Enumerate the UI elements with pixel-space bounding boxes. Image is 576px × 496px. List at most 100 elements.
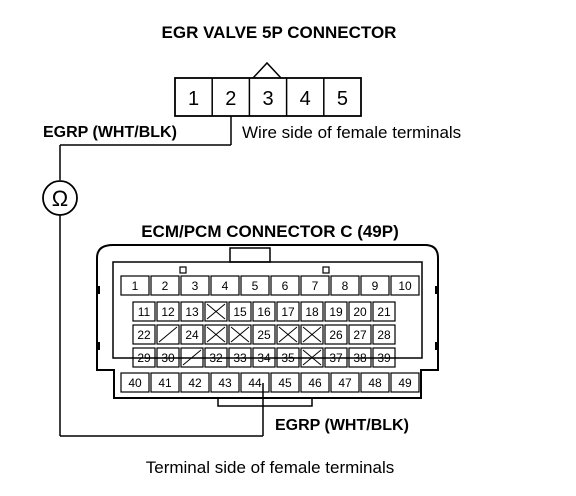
ecm-pin-blank bbox=[300, 324, 324, 345]
ecm-pin-blank bbox=[204, 324, 228, 345]
ecm-pin-label-46: 46 bbox=[308, 376, 322, 390]
ecm-pin-label-42: 42 bbox=[188, 376, 202, 390]
ecm-pin-label-16: 16 bbox=[257, 305, 271, 319]
wire-side-label: Wire side of female terminals bbox=[242, 123, 461, 142]
ecm-pin-label-10: 10 bbox=[398, 279, 412, 293]
egr-pin-4: 4 bbox=[300, 88, 311, 110]
ecm-pin-39 bbox=[372, 347, 396, 368]
blank-cavity-mark bbox=[230, 326, 250, 343]
egr-pin-2: 2 bbox=[225, 88, 236, 110]
terminal-side-label: Terminal side of female terminals bbox=[146, 458, 394, 477]
left-lock-tab-lower bbox=[96, 342, 100, 350]
ecm-pin-label-17: 17 bbox=[281, 305, 295, 319]
egr-wire-label: EGRP (WHT/BLK) bbox=[43, 124, 177, 141]
ecm-pin-label-12: 12 bbox=[161, 305, 175, 319]
ecm-pin-label-22: 22 bbox=[137, 328, 151, 342]
ecm-pin-label-37: 37 bbox=[329, 351, 343, 365]
ecm-pin-label-18: 18 bbox=[305, 305, 319, 319]
ecm-pin-label-4: 4 bbox=[222, 279, 229, 293]
ecm-pin-1 bbox=[120, 275, 150, 296]
ohmmeter-icon: Ω bbox=[42, 180, 78, 216]
blank-cavity-mark bbox=[206, 303, 226, 320]
ecm-pin-label-19: 19 bbox=[329, 305, 343, 319]
ecm-pin-label-33: 33 bbox=[233, 351, 247, 365]
ecm-pin-label-48: 48 bbox=[368, 376, 382, 390]
ecm-pin-25 bbox=[252, 324, 276, 345]
ecm-inner-frame bbox=[112, 261, 423, 359]
ecm-pin-label-2: 2 bbox=[162, 279, 169, 293]
blank-cavity-mark bbox=[182, 349, 202, 366]
ecm-pin-12 bbox=[156, 301, 180, 322]
ecm-pin-13 bbox=[180, 301, 204, 322]
ecm-pin-9 bbox=[360, 275, 390, 296]
egr-pin-5: 5 bbox=[337, 88, 348, 110]
ecm-pin-label-3: 3 bbox=[192, 279, 199, 293]
ecm-pin-10 bbox=[390, 275, 420, 296]
ecm-pin-30 bbox=[156, 347, 180, 368]
ohm-symbol: Ω bbox=[52, 186, 68, 211]
ecm-top-latch bbox=[229, 247, 271, 263]
ecm-pin-blank bbox=[300, 347, 324, 368]
ecm-pin-49 bbox=[390, 372, 420, 393]
right-lock-tab-lower bbox=[435, 342, 439, 350]
ecm-wire-label: EGRP (WHT/BLK) bbox=[275, 417, 409, 434]
ecm-pin-18 bbox=[300, 301, 324, 322]
ecm-pin-label-39: 39 bbox=[377, 351, 391, 365]
ecm-bottom-latch bbox=[217, 398, 313, 407]
ecm-pin-28 bbox=[372, 324, 396, 345]
blank-cavity-mark bbox=[158, 326, 178, 343]
pin-marker-right bbox=[322, 266, 330, 274]
blank-cavity-mark bbox=[278, 326, 298, 343]
ecm-pin-label-26: 26 bbox=[329, 328, 343, 342]
ecm-pin-label-43: 43 bbox=[218, 376, 232, 390]
ecm-pin-blank bbox=[276, 324, 300, 345]
ecm-pin-46 bbox=[300, 372, 330, 393]
right-lock-tab bbox=[435, 286, 439, 294]
ecm-pin-42 bbox=[180, 372, 210, 393]
ecm-pin-44 bbox=[240, 372, 270, 393]
ecm-pin-blank bbox=[228, 324, 252, 345]
ecm-pin-26 bbox=[324, 324, 348, 345]
ecm-pin-label-40: 40 bbox=[128, 376, 142, 390]
ecm-pin-label-15: 15 bbox=[233, 305, 247, 319]
ecm-pin-blank bbox=[204, 301, 228, 322]
ecm-pin-15 bbox=[228, 301, 252, 322]
egr-connector-title: EGR VALVE 5P CONNECTOR bbox=[162, 23, 397, 42]
ecm-pin-16 bbox=[252, 301, 276, 322]
ecm-pin-11 bbox=[132, 301, 156, 322]
ecm-pin-label-28: 28 bbox=[377, 328, 391, 342]
ecm-pin-41 bbox=[150, 372, 180, 393]
ecm-pin-29 bbox=[132, 347, 156, 368]
ecm-pin-label-8: 8 bbox=[342, 279, 349, 293]
ecm-pin-7 bbox=[300, 275, 330, 296]
ecm-pin-43 bbox=[210, 372, 240, 393]
ecm-pin-blank bbox=[180, 347, 204, 368]
ecm-pin-label-24: 24 bbox=[185, 328, 199, 342]
ecm-pin-6 bbox=[270, 275, 300, 296]
ecm-pin-24 bbox=[180, 324, 204, 345]
ecm-pin-label-47: 47 bbox=[338, 376, 352, 390]
ecm-pin-label-20: 20 bbox=[353, 305, 367, 319]
egr-pin-3: 3 bbox=[262, 88, 273, 110]
ecm-connector-housing bbox=[96, 244, 439, 399]
ecm-pin-label-5: 5 bbox=[252, 279, 259, 293]
ecm-pin-27 bbox=[348, 324, 372, 345]
ecm-pin-33 bbox=[228, 347, 252, 368]
ecm-pin-38 bbox=[348, 347, 372, 368]
ecm-pin-48 bbox=[360, 372, 390, 393]
egr-pin-1: 1 bbox=[188, 88, 199, 110]
ecm-pin-blank bbox=[156, 324, 180, 345]
ecm-pin-3 bbox=[180, 275, 210, 296]
ecm-pin-label-41: 41 bbox=[158, 376, 172, 390]
ecm-pin-20 bbox=[348, 301, 372, 322]
ecm-pin-2 bbox=[150, 275, 180, 296]
ecm-pin-label-25: 25 bbox=[257, 328, 271, 342]
ecm-pin-19 bbox=[324, 301, 348, 322]
egr-valve-connector: EGR VALVE 5P CONNECTOR 1 2 3 4 5 bbox=[162, 23, 397, 117]
blank-cavity-mark bbox=[206, 326, 226, 343]
pin-marker-left bbox=[179, 266, 187, 274]
egr-connector-pins: 1 2 3 4 5 bbox=[188, 78, 348, 116]
